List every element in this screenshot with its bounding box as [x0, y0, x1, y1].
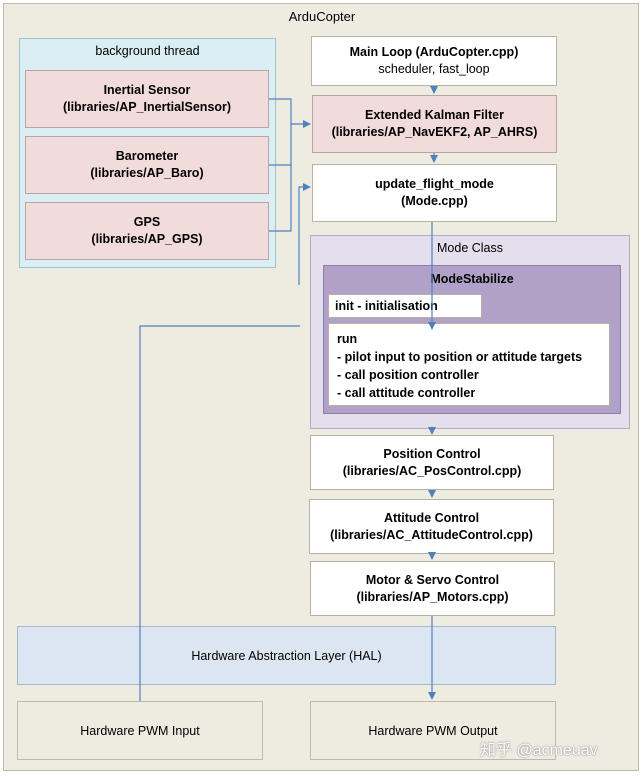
main-loop-title: Main Loop (ArduCopter.cpp): [349, 45, 519, 59]
update-flight-mode-box: update_flight_mode (Mode.cpp): [312, 164, 557, 222]
position-control-box: Position Control (libraries/AC_PosContro…: [310, 435, 554, 490]
mode-stabilize-label: ModeStabilize: [430, 272, 514, 286]
pwm-input-box: Hardware PWM Input: [17, 701, 263, 760]
position-control-title: Position Control: [383, 446, 481, 461]
motor-servo-control-path: (libraries/AP_Motors.cpp): [356, 589, 509, 604]
ekf-title: Extended Kalman Filter: [365, 108, 504, 122]
attitude-control-title: Attitude Control: [383, 510, 480, 525]
main-loop-subtitle: scheduler, fast_loop: [378, 62, 490, 76]
mode-class-label: Mode Class: [437, 241, 503, 255]
run-box: run - pilot input to position or attitud…: [328, 323, 610, 406]
inertial-sensor-name: Inertial Sensor: [103, 83, 191, 97]
attitude-control-path: (libraries/AC_AttitudeControl.cpp): [330, 527, 533, 542]
ekf-box: Extended Kalman Filter (libraries/AP_Nav…: [312, 95, 557, 153]
gps-path: (libraries/AP_GPS): [91, 232, 203, 246]
update-flight-mode-path: (Mode.cpp): [401, 194, 468, 208]
diagram-title: ArduCopter: [288, 9, 356, 24]
pwm-output-box: Hardware PWM Output: [310, 701, 556, 760]
main-loop-box: Main Loop (ArduCopter.cpp) scheduler, fa…: [311, 36, 557, 86]
attitude-control-box: Attitude Control (libraries/AC_AttitudeC…: [309, 499, 554, 554]
motor-servo-control-box: Motor & Servo Control (libraries/AP_Moto…: [310, 561, 555, 616]
init-box: init - initialisation: [328, 294, 482, 318]
barometer-path: (libraries/AP_Baro): [90, 166, 204, 180]
run-item: - call attitude controller: [337, 386, 476, 400]
gps-name: GPS: [133, 215, 161, 229]
update-flight-mode-title: update_flight_mode: [375, 177, 494, 191]
watermark: 知乎 @acmeuav: [480, 742, 598, 759]
barometer-name: Barometer: [115, 149, 179, 163]
run-item: - pilot input to position or attitude ta…: [337, 350, 583, 364]
position-control-path: (libraries/AC_PosControl.cpp): [342, 463, 522, 478]
hal-box: Hardware Abstraction Layer (HAL): [17, 626, 556, 685]
run-title: run: [337, 332, 358, 346]
run-item: - call position controller: [337, 368, 479, 382]
inertial-sensor-path: (libraries/AP_InertialSensor): [62, 100, 232, 114]
ekf-path: (libraries/AP_NavEKF2, AP_AHRS): [331, 125, 538, 139]
background-thread-label: background thread: [95, 44, 200, 58]
barometer-box: Barometer (libraries/AP_Baro): [25, 136, 269, 194]
gps-box: GPS (libraries/AP_GPS): [25, 202, 269, 260]
inertial-sensor-box: Inertial Sensor (libraries/AP_InertialSe…: [25, 70, 269, 128]
motor-servo-control-title: Motor & Servo Control: [365, 572, 500, 587]
